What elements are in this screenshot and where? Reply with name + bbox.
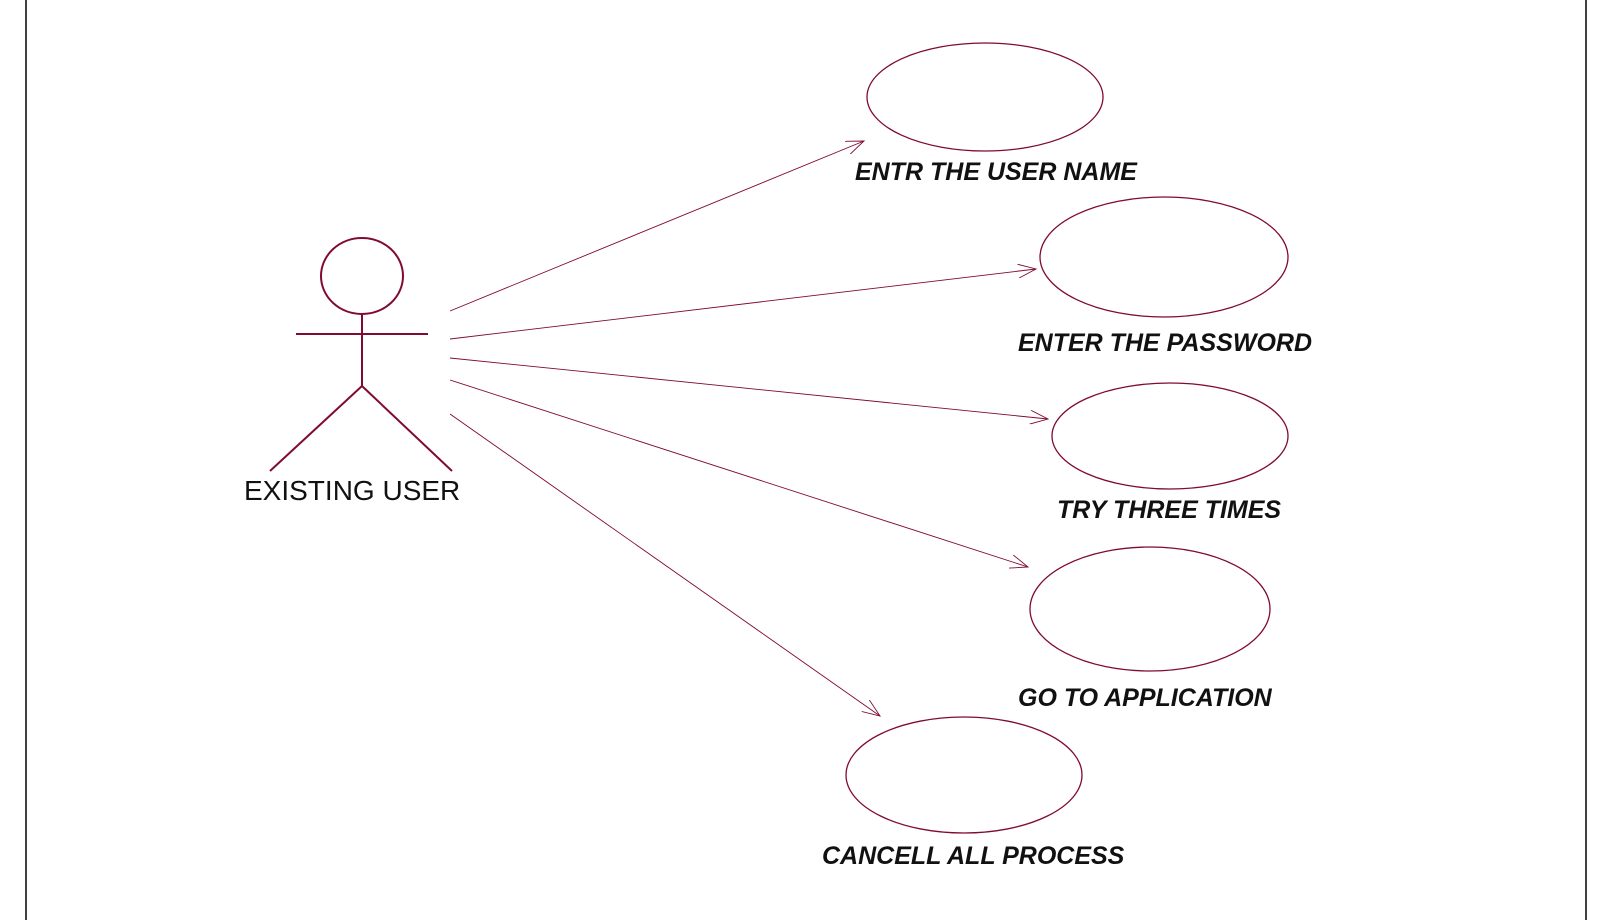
use-case-enter-user-name[interactable]: ENTR THE USER NAME [855, 42, 1138, 186]
use-case-label: GO TO APPLICATION [1018, 684, 1273, 712]
use-case-label: ENTER THE PASSWORD [1018, 329, 1312, 357]
actor-right-leg [361, 385, 453, 472]
use-case-ellipse [845, 716, 1083, 834]
use-case-label: CANCELL ALL PROCESS [822, 842, 1125, 870]
use-case-cancel-all-process[interactable]: CANCELL ALL PROCESS [822, 716, 1125, 870]
actor-label: EXISTING USER [244, 475, 460, 506]
association-arrow [449, 413, 880, 716]
use-case-go-to-application[interactable]: GO TO APPLICATION [1018, 546, 1273, 712]
associations [449, 141, 1048, 716]
use-case-ellipse [1039, 196, 1289, 318]
actor-existing-user[interactable]: EXISTING USER [244, 237, 460, 506]
association-arrow [449, 379, 1028, 567]
association-arrow [449, 357, 1048, 419]
association-arrow [449, 269, 1036, 340]
use-case-try-three-times[interactable]: TRY THREE TIMES [1051, 382, 1289, 524]
use-case-ellipse [1051, 382, 1289, 490]
use-case-ellipse [866, 42, 1104, 152]
use-case-enter-password[interactable]: ENTER THE PASSWORD [1018, 196, 1312, 357]
use-case-label: TRY THREE TIMES [1057, 496, 1281, 524]
use-case-ellipse [1029, 546, 1271, 672]
actor-head [320, 237, 404, 315]
use-case-label: ENTR THE USER NAME [855, 158, 1138, 186]
association-arrow [449, 141, 864, 312]
actor-left-leg [269, 385, 363, 472]
